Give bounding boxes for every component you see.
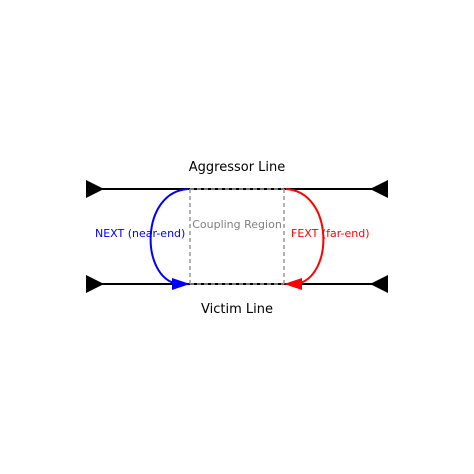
- next-coupling-curve: [149, 188, 189, 285]
- next-arrowhead-icon: [172, 278, 190, 290]
- fext-label: FEXT (far-end): [291, 227, 370, 240]
- coupling-region: [189, 188, 285, 285]
- aggressor-line-label: Aggressor Line: [189, 160, 286, 175]
- coupling-region-label: Coupling Region: [192, 218, 282, 231]
- victim-right-port-icon: [370, 275, 388, 293]
- next-label: NEXT (near-end): [95, 227, 185, 240]
- aggressor-left-port-icon: [86, 180, 104, 198]
- fext-arrowhead-icon: [284, 278, 302, 290]
- victim-left-port-icon: [86, 275, 104, 293]
- victim-line-label: Victim Line: [201, 302, 273, 317]
- aggressor-right-port-icon: [370, 180, 388, 198]
- fext-coupling-curve: [285, 188, 325, 285]
